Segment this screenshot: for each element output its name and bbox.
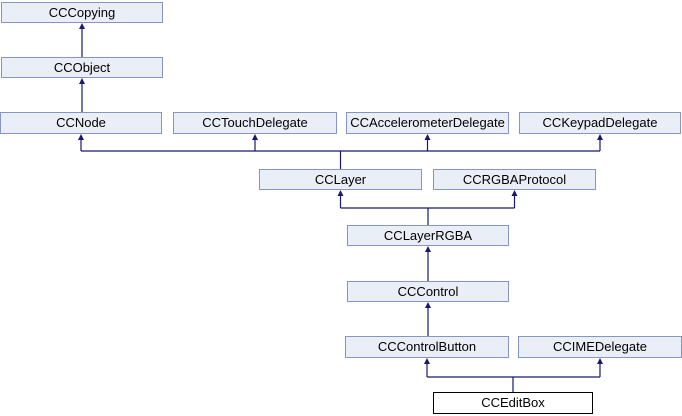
inheritance-arrowhead [597, 358, 603, 364]
class-node-ccimedelegate[interactable]: CCIMEDelegate [518, 336, 682, 358]
class-node-ccaccelerometerdelegate[interactable]: CCAccelerometerDelegate [346, 112, 509, 134]
inheritance-arrowhead [425, 302, 431, 308]
class-node-cckeypaddelegate[interactable]: CCKeypadDelegate [519, 112, 681, 134]
class-node-cccopying[interactable]: CCCopying [1, 2, 163, 23]
class-node-cccontrol[interactable]: CCControl [347, 281, 509, 302]
inheritance-arrowhead [337, 190, 344, 196]
inheritance-arrowhead [424, 358, 430, 364]
inheritance-arrowhead [78, 134, 84, 140]
class-node-cclayer[interactable]: CCLayer [259, 169, 422, 190]
inheritance-arrowhead [424, 134, 431, 140]
inheritance-arrowhead [252, 134, 258, 140]
class-node-ccnode[interactable]: CCNode [0, 112, 162, 134]
inheritance-arrowhead [425, 246, 431, 252]
class-node-cccontrolbutton[interactable]: CCControlButton [345, 336, 509, 358]
inheritance-arrowhead [79, 78, 85, 84]
class-node-ccobject[interactable]: CCObject [1, 57, 163, 78]
inheritance-arrowhead [79, 23, 85, 29]
inheritance-edge-lines [80, 29, 601, 392]
inheritance-arrowhead [511, 190, 518, 196]
class-node-cclayerrgba[interactable]: CCLayerRGBA [347, 225, 509, 246]
class-node-cctouchdelegate[interactable]: CCTouchDelegate [173, 112, 337, 134]
class-node-cceditbox: CCEditBox [433, 392, 593, 414]
inheritance-arrowhead [597, 134, 603, 140]
class-node-ccrgbaprotocol[interactable]: CCRGBAProtocol [433, 169, 596, 190]
